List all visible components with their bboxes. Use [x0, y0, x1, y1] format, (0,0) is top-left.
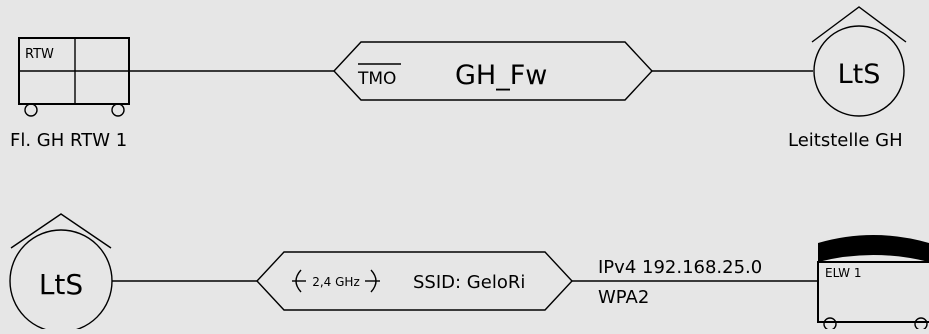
vehicle-body [817, 261, 929, 323]
channel-gh-fw: TMO GH_Fw [333, 41, 653, 101]
network-security-label: WPA2 [598, 287, 649, 308]
band-bracket-right [370, 269, 377, 293]
band-label: 2,4 GHz [312, 275, 360, 289]
station-caption: Leitstelle GH [788, 130, 903, 151]
roof-icon [10, 213, 112, 249]
wheel-icon [823, 317, 837, 331]
channel-name: GH_Fw [455, 60, 547, 91]
vehicle-rtw-symbol: RTW [18, 37, 130, 117]
station-symbol-label: LtS [838, 59, 881, 90]
vehicle-plate-label: ELW 1 [825, 266, 861, 280]
station-symbol-label: LtS [39, 268, 83, 301]
vehicle-elw-symbol: ELW 1 [817, 235, 929, 331]
station-lts-symbol: LtS [9, 213, 113, 333]
network-ip-label: IPv4 192.168.25.0 [598, 257, 762, 278]
roof-icon [811, 6, 907, 43]
channel-wlan: 2,4 GHz SSID: GeloRi [256, 251, 573, 311]
station-lts-symbol: LtS [811, 6, 907, 117]
wheel-icon [24, 103, 38, 117]
vehicle-plate-label: RTW [25, 47, 54, 62]
vehicle-caption: Fl. GH RTW 1 [10, 130, 127, 151]
ssid-label: SSID: GeloRi [413, 272, 525, 293]
wheel-icon [111, 103, 125, 117]
channel-overline-label: TMO [357, 69, 396, 89]
wheel-icon [914, 317, 928, 331]
station-circle [813, 25, 905, 117]
vehicle-roof-band [818, 235, 929, 262]
